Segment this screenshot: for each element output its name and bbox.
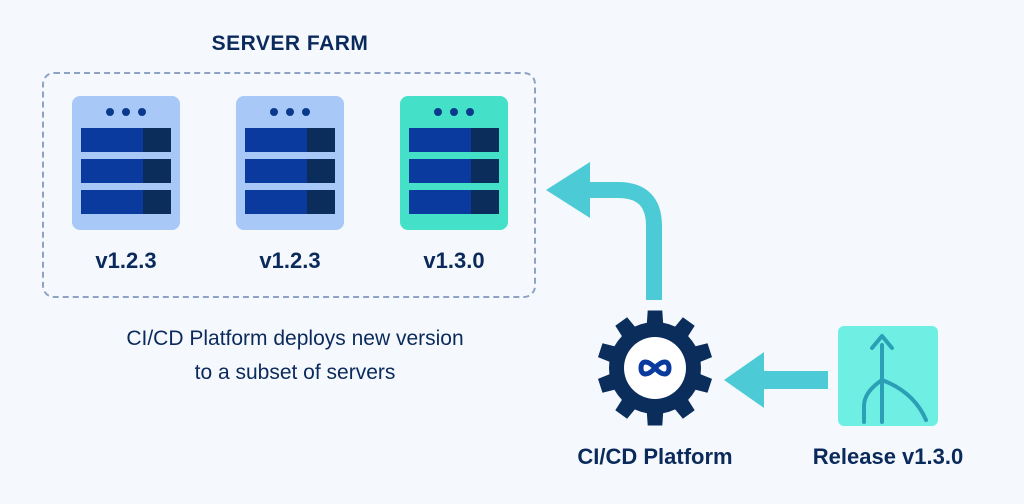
caption-line-1: CI/CD Platform deploys new version — [126, 327, 464, 350]
server-3 — [400, 96, 508, 230]
server-rack-slot — [245, 159, 335, 183]
gear-infinity-icon — [598, 310, 712, 426]
merge-branch-icon — [838, 326, 938, 426]
server-rack-slot — [81, 159, 171, 183]
server-rack-slot — [409, 128, 499, 152]
server-status-dots — [236, 108, 344, 116]
server-rack-slot — [409, 190, 499, 214]
server-1-version: v1.2.3 — [95, 248, 157, 273]
server-rack-slot — [245, 128, 335, 152]
caption-line-2: to a subset of servers — [194, 361, 396, 384]
server-1 — [72, 96, 180, 230]
release-arrow — [724, 352, 828, 408]
server-3-version: v1.3.0 — [423, 248, 485, 273]
server-rack-slot — [81, 128, 171, 152]
release-label: Release v1.3.0 — [812, 444, 964, 469]
cicd-platform-label: CI/CD Platform — [577, 444, 733, 469]
server-farm-title: SERVER FARM — [211, 32, 369, 55]
server-farm-box — [42, 72, 536, 298]
server-rack-slot — [245, 190, 335, 214]
server-2 — [236, 96, 344, 230]
deployment-caption: CI/CD Platform deploys new version to a … — [50, 322, 540, 390]
server-2-version: v1.2.3 — [259, 248, 321, 273]
deploy-arrow — [546, 162, 662, 300]
server-rack-slot — [81, 190, 171, 214]
server-rack-slot — [409, 159, 499, 183]
server-status-dots — [72, 108, 180, 116]
server-status-dots — [400, 108, 508, 116]
